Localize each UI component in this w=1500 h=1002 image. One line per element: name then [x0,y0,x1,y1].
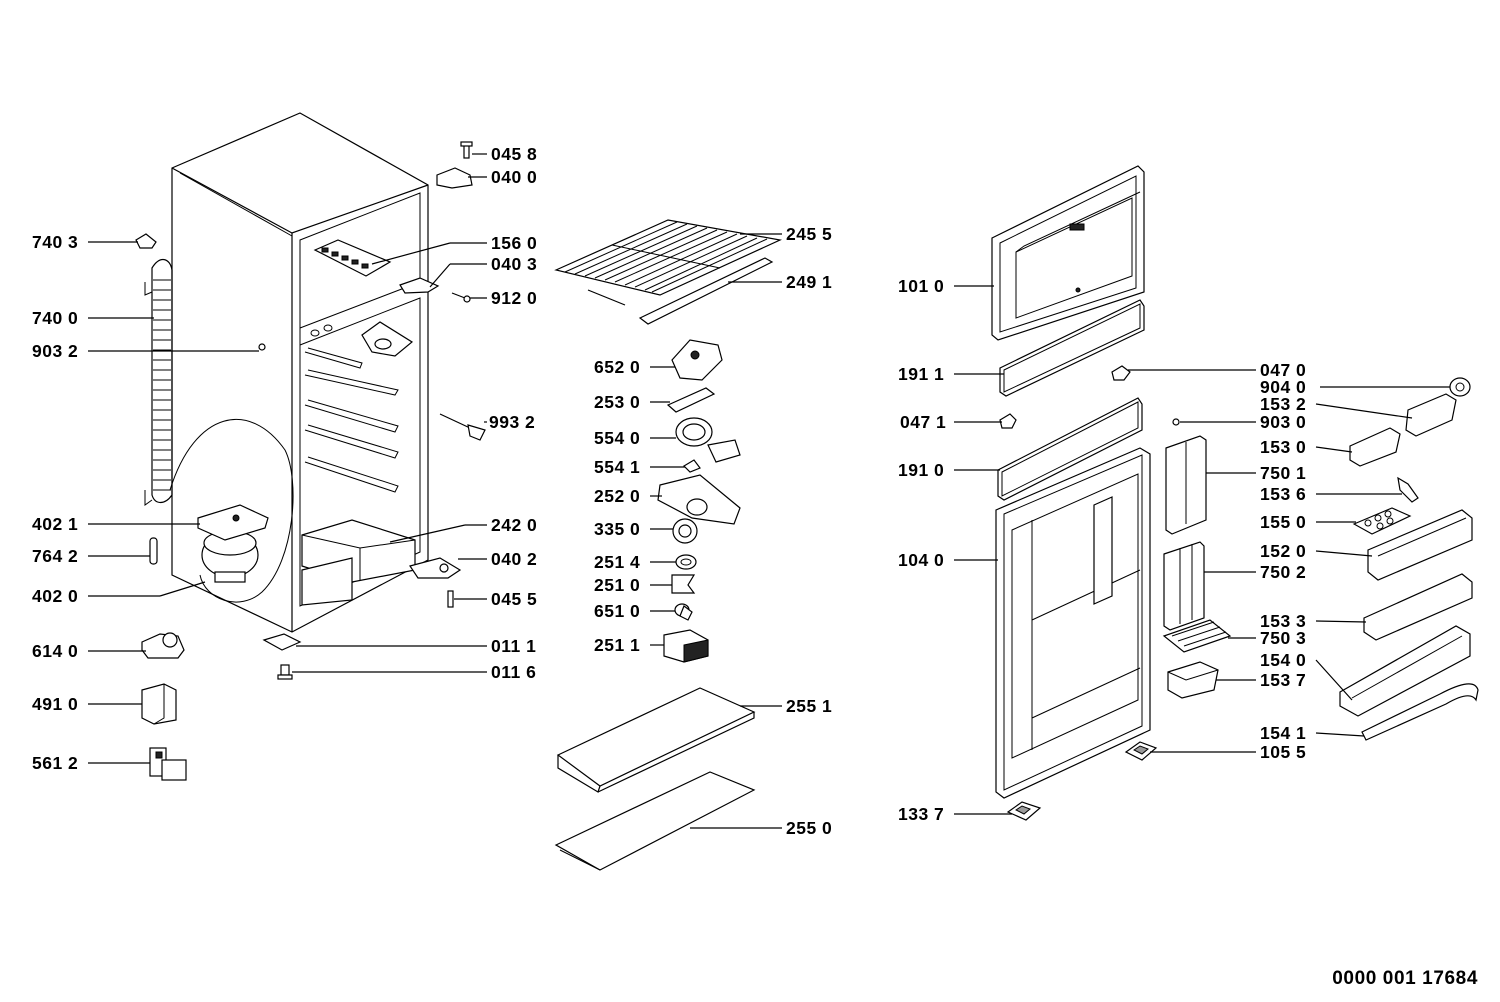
part-191-0: 191 0 [898,460,944,480]
part-652-0: 652 0 [594,357,640,377]
door-parts-drawing [991,165,1479,821]
part-191-1: 191 1 [898,364,944,384]
part-245-5: 245 5 [786,224,832,244]
part-011-1: 011 1 [491,636,536,656]
part-740-3: 740 3 [32,232,78,252]
part-402-1: 402 1 [32,514,78,534]
part-750-1: 750 1 [1260,463,1306,483]
part-153-6: 153 6 [1260,484,1306,504]
part-155-0: 155 0 [1260,512,1306,532]
part-047-0: 047 0 [1260,360,1306,380]
part-153-3: 153 3 [1260,611,1306,631]
part-903-2: 903 2 [32,341,78,361]
part-253-0: 253 0 [594,392,640,412]
part-153-2: 153 2 [1260,394,1306,414]
part-251-4: 251 4 [594,552,640,572]
part-045-5: 045 5 [491,589,537,609]
part-045-8: 045 8 [491,144,537,164]
part-554-0: 554 0 [594,428,640,448]
part-251-1: 251 1 [594,635,640,655]
part-912-0: 912 0 [491,288,537,308]
part-561-2: 561 2 [32,753,78,773]
part-152-0: 152 0 [1260,541,1306,561]
part-255-1: 255 1 [786,696,832,716]
part-153-0: 153 0 [1260,437,1306,457]
part-614-0: 614 0 [32,641,78,661]
part-903-0: 903 0 [1260,412,1306,432]
part-156-0: 156 0 [491,233,537,253]
part-040-2: 040 2 [491,549,537,569]
part-104-0: 104 0 [898,550,944,570]
part-242-0: 242 0 [491,515,537,535]
part-402-0: 402 0 [32,586,78,606]
part-335-0: 335 0 [594,519,640,539]
part-249-1: 249 1 [786,272,832,292]
part-040-3: 040 3 [491,254,537,274]
part-154-1: 154 1 [1260,723,1306,743]
part-993-2: 993 2 [489,412,535,432]
leader-lines [88,153,1450,829]
middle-parts-drawing [554,219,782,871]
part-554-1: 554 1 [594,457,640,477]
part-105-5: 105 5 [1260,742,1306,762]
document-number: 0000 001 17684 [1332,968,1478,989]
part-491-0: 491 0 [32,694,78,714]
part-651-0: 651 0 [594,601,640,621]
part-750-2: 750 2 [1260,562,1306,582]
part-740-0: 740 0 [32,308,78,328]
part-011-6: 011 6 [491,662,536,682]
cabinet-drawing [135,112,486,781]
part-153-7: 153 7 [1260,670,1306,690]
part-750-3: 750 3 [1260,628,1306,648]
part-255-0: 255 0 [786,818,832,838]
part-133-7: 133 7 [898,804,944,824]
part-251-0: 251 0 [594,575,640,595]
part-040-0: 040 0 [491,167,537,187]
part-154-0: 154 0 [1260,650,1306,670]
part-764-2: 764 2 [32,546,78,566]
part-252-0: 252 0 [594,486,640,506]
part-904-0: 904 0 [1260,377,1306,397]
part-101-0: 101 0 [898,276,944,296]
part-labels: 045 8 040 0 740 3 156 0 040 3 912 0 740 … [32,144,1478,989]
part-047-1: 047 1 [900,412,946,432]
